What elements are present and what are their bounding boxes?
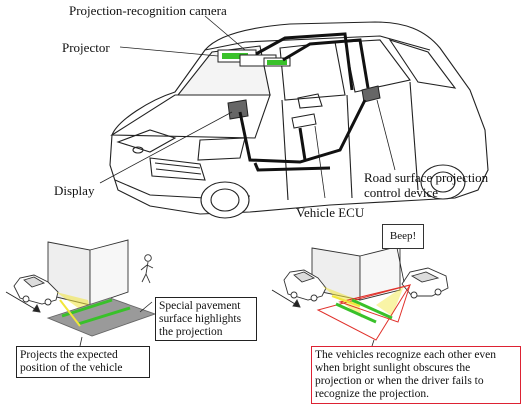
road-surface-control-device xyxy=(361,85,381,103)
projection-camera-device xyxy=(239,54,291,67)
callout-special-pavement: Special pavement surface highlights the … xyxy=(155,297,257,341)
scene-right xyxy=(271,245,449,341)
vehicle-ecu-device xyxy=(291,113,317,129)
label-vehicle-ecu: Vehicle ECU xyxy=(296,205,365,220)
label-projector: Projector xyxy=(62,40,110,55)
scene-right-leaders xyxy=(371,242,405,347)
label-display: Display xyxy=(54,183,95,198)
callout-projects-expected-position: Projects the expected position of the ve… xyxy=(16,346,150,378)
label-projection-camera: Projection-recognition camera xyxy=(69,3,227,18)
callout-mutual-recognition: The vehicles recognize each other even w… xyxy=(311,346,521,404)
label-road-surface-control-device: Road surface projection control device xyxy=(364,170,489,200)
beep-speech-bubble: Beep! xyxy=(382,224,424,249)
wiring-harness xyxy=(238,32,370,172)
scene-left xyxy=(5,239,157,337)
display-device xyxy=(227,99,249,120)
leader-lines xyxy=(99,15,396,199)
scene-left-leaders xyxy=(79,301,153,347)
